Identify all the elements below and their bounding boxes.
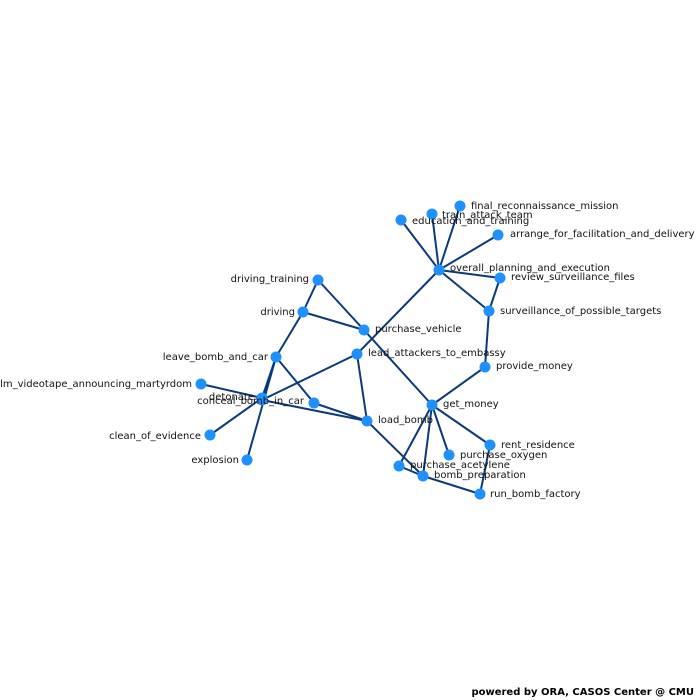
node-label-overall_planning_and_execution: overall_planning_and_execution [450,263,610,274]
node-film_videotape_announcing_martyrdom[interactable] [195,378,207,390]
node-driving_training[interactable] [312,274,324,286]
node-purchase_oxygen[interactable] [443,449,455,461]
edge-bomb_preparation-run_bomb_factory [422,475,481,495]
edge-junction-leave_bomb_and_car [275,356,315,404]
node-label-explosion: explosion [191,455,239,466]
node-label-driving: driving [260,307,295,318]
node-label-education_and_training: education_and_training [412,216,529,227]
node-provide_money[interactable] [479,361,491,373]
node-label-run_bomb_factory: run_bomb_factory [490,489,581,500]
edge-rent_residence-run_bomb_factory [479,444,491,495]
node-label-provide_money: provide_money [496,361,573,372]
node-get_money[interactable] [426,399,438,411]
node-load_bomb[interactable] [361,415,373,427]
edge-overall_planning_and_execution-arrange_for_facilitation_and_delivery [438,234,499,271]
edge-overall_planning_and_execution-review_surveillance_files [438,269,501,279]
node-unlabeled[interactable] [308,397,320,409]
node-label-arrange_for_facilitation_and_delivery: arrange_for_facilitation_and_delivery [510,229,695,240]
edge-overall_planning_and_execution-train_attack_team [431,213,440,271]
node-label-conceal_bomb_in_car: conceal_bomb_in_car [197,396,305,407]
node-overall_planning_and_execution[interactable] [433,264,445,276]
node-label-load_bomb: load_bomb [378,415,433,426]
edge-get_money-bomb_preparation [422,404,433,477]
node-label-final_reconnaissance_mission: final_reconnaissance_mission [471,201,619,212]
edge-layer [200,205,501,495]
node-label-get_money: get_money [443,399,499,410]
node-label-train_attack_team: train_attack_team [442,210,533,221]
node-layer [195,200,506,500]
edge-driving_training-driving [302,279,319,313]
edge-review_surveillance_files-surveillance_of_possible_targets [488,277,501,312]
node-leave_bomb_and_car[interactable] [270,351,282,363]
edge-driving-purchase_vehicle [302,311,365,331]
node-train_attack_team[interactable] [426,208,438,220]
node-conceal_bomb_in_car[interactable] [256,394,268,406]
edge-detonate-clean_of_evidence [209,397,263,436]
node-label-film_videotape_announcing_martyrdom: film_videotape_announcing_martyrdom [0,379,192,390]
edge-conceal_bomb_in_car-load_bomb [261,399,368,422]
edge-leave_bomb_and_car-explosion [246,356,277,461]
edge-overall_planning_and_execution-lead_attackers_to_embassy [356,269,440,355]
edge-get_money-rent_residence [431,404,491,446]
edge-load_bomb-bomb_preparation [366,420,424,477]
edge-driving_training-purchase_vehicle [317,279,365,331]
node-bomb_preparation[interactable] [417,470,429,482]
node-arrange_for_facilitation_and_delivery[interactable] [492,229,504,241]
node-label-purchase_oxygen: purchase_oxygen [460,450,547,461]
node-review_surveillance_files[interactable] [494,272,506,284]
edge-lead_attackers_to_embassy-conceal_bomb_in_car [261,353,358,401]
node-label-leave_bomb_and_car: leave_bomb_and_car [163,352,269,363]
edge-surveillance_of_possible_targets-provide_money [484,310,490,368]
credit-footer: powered by ORA, CASOS Center @ CMU [471,687,694,698]
node-label-rent_residence: rent_residence [501,440,575,451]
node-clean_of_evidence[interactable] [204,429,216,441]
node-label-clean_of_evidence: clean_of_evidence [109,431,201,442]
node-label-lead_attackers_to_embassy: lead_attackers_to_embassy [368,348,506,359]
edge-junction-load_bomb [313,402,368,422]
node-surveillance_of_possible_targets[interactable] [483,305,495,317]
edge-overall_planning_and_execution-education_and_training [400,219,440,271]
node-label-detonate: detonate [209,392,254,403]
node-final_reconnaissance_mission[interactable] [454,200,466,212]
node-label-purchase_acetylene: purchase_acetylene [410,460,510,471]
node-purchase_acetylene[interactable] [393,460,405,472]
node-label-review_surveillance_files: review_surveillance_files [511,272,635,283]
edge-film_videotape_announcing_martyrdom-detonate [200,383,263,399]
node-driving[interactable] [297,306,309,318]
node-explosion[interactable] [241,454,253,466]
node-rent_residence[interactable] [484,439,496,451]
edge-get_money-purchase_acetylene [398,404,433,467]
node-label-surveillance_of_possible_targets: surveillance_of_possible_targets [500,306,661,317]
edge-get_money-purchase_oxygen [431,404,450,456]
edge-purchase_vehicle-get_money [363,329,433,406]
edge-lead_attackers_to_embassy-load_bomb [356,353,368,422]
label-layer: final_reconnaissance_missiontrain_attack… [0,201,695,500]
edge-overall_planning_and_execution-surveillance_of_possible_targets [438,269,490,312]
node-label-purchase_vehicle: purchase_vehicle [375,324,462,335]
edge-overall_planning_and_execution-final_reconnaissance_mission [438,205,461,271]
node-education_and_training[interactable] [395,214,407,226]
edge-provide_money-get_money [431,366,486,406]
node-label-bomb_preparation: bomb_preparation [434,470,526,481]
node-purchase_vehicle[interactable] [358,324,370,336]
node-run_bomb_factory[interactable] [474,488,486,500]
edge-driving-leave_bomb_and_car [275,311,304,358]
node-lead_attackers_to_embassy[interactable] [351,348,363,360]
node-label-driving_training: driving_training [231,274,309,285]
